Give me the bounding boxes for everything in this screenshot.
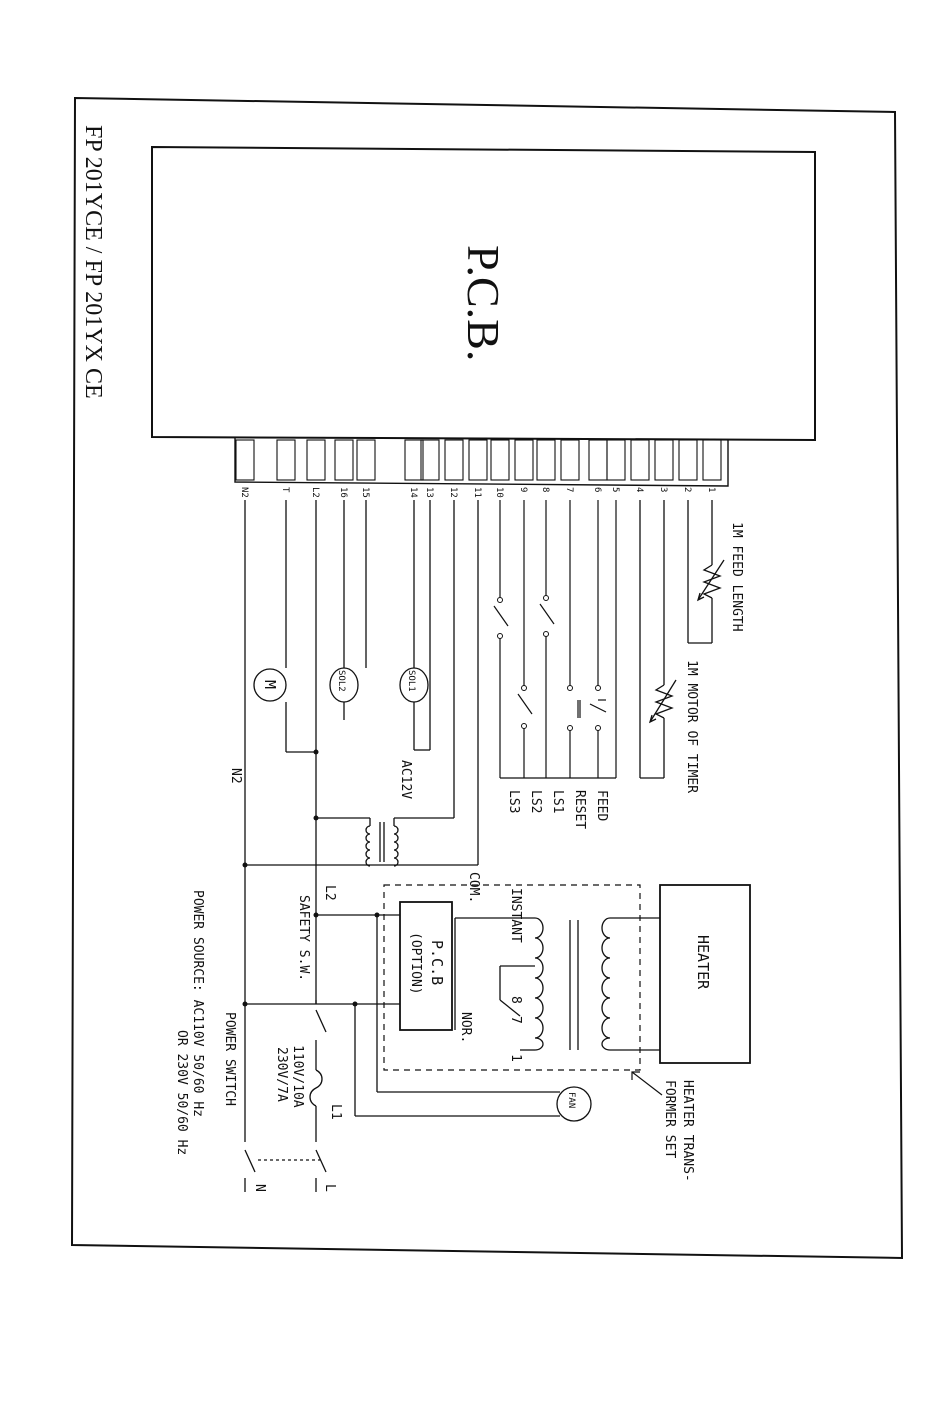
connector-tooth (606, 439, 626, 481)
pin-label: 15 (360, 487, 370, 498)
pin-label: 1 (706, 487, 716, 492)
pcb-option-sublabel: (OPTION) (408, 932, 423, 995)
pin-label: 12 (448, 487, 458, 498)
connector-tooth (560, 439, 580, 481)
n2-wire-label: N2 (228, 768, 243, 784)
heater-label: HEATER (694, 935, 712, 990)
fan-label: FAN (566, 1092, 576, 1108)
pcb-label: P.C.B. (458, 245, 509, 361)
feed-length-label: 1M FEED LENGTH (729, 522, 744, 632)
tap-8-label: 8 (508, 996, 523, 1004)
pin-label: 3 (658, 487, 668, 492)
connector-tooth (536, 439, 556, 481)
connector-tooth (588, 439, 608, 481)
pin-label: 13 (424, 487, 434, 498)
connector-tooth (630, 439, 650, 481)
l2-label: L2 (322, 885, 337, 901)
pin-label: N2 (239, 487, 249, 498)
pcb-connector (234, 438, 729, 487)
fuse-rating-2: 230V/7A (274, 1047, 289, 1102)
tap-7-label: 7 (508, 1016, 523, 1024)
heater-transformer (454, 917, 660, 1051)
junction-dots (242, 749, 380, 1007)
pin-label: 8 (540, 487, 550, 492)
pin-label: T (280, 487, 290, 493)
pin-label: 14 (408, 487, 418, 498)
sol1-label: SOL1 (406, 670, 416, 692)
connector-tooth (702, 439, 722, 481)
connector-tooth (468, 439, 488, 481)
connector-tooth (420, 439, 440, 481)
power-source-label-1: POWER SOURCE: AC110V 50/60 Hz (190, 890, 205, 1117)
connector-tooth (306, 439, 326, 481)
connector-tooth (654, 439, 674, 481)
ls3-label: LS3 (506, 790, 521, 813)
load-wiring (244, 500, 430, 1140)
connector-tooth (514, 439, 534, 481)
sol2-coil: SOL2 (329, 667, 359, 703)
pin-label: 4 (634, 487, 644, 492)
motor-timer-pot (639, 500, 677, 779)
line-l-label: L (322, 1184, 337, 1192)
instant-label: INSTANT (508, 888, 523, 943)
connector-tooth (235, 439, 255, 481)
heater-set-label-1: HEATER TRANS- (680, 1080, 695, 1182)
heater-set-label-2: FORMER SET (662, 1080, 677, 1158)
ls2-label: LS2 (528, 790, 543, 813)
line-n-label: N (252, 1184, 267, 1192)
feed-length-pot (687, 500, 725, 644)
motor: M (253, 668, 287, 702)
feed-switch-label: FEED (594, 790, 609, 821)
fuse-rating-1: 110V/10A (290, 1045, 305, 1108)
switch-contacts (497, 595, 601, 731)
power-wiring (244, 914, 560, 1192)
ac12v-label: AC12V (398, 760, 413, 799)
pin-label: 11 (472, 487, 482, 498)
pin-label: 6 (592, 487, 602, 492)
pin-label: 10 (494, 487, 504, 498)
pin-label: 7 (564, 487, 574, 492)
pin-label: 5 (610, 487, 620, 492)
diagram-title: FP 201YCE / FP 201YX CE (80, 125, 106, 399)
pcb-option: P.C.B (OPTION) (399, 901, 453, 1031)
ac12v-transformer (245, 500, 479, 867)
l1-label: L1 (328, 1104, 343, 1120)
connector-tooth (356, 439, 376, 481)
connector-teeth (235, 439, 722, 481)
connector-tooth (444, 439, 464, 481)
connector-tooth (490, 439, 510, 481)
com-label: COM. (466, 872, 481, 903)
motor-timer-label: 1M MOTOR OF TIMER (684, 660, 699, 793)
pin-label: 16 (338, 487, 348, 498)
switch-network (493, 500, 617, 779)
connector-tooth (334, 439, 354, 481)
heater-set-arrow (631, 1071, 663, 1096)
power-source-label-2: OR 230V 50/60 Hz (174, 1030, 189, 1155)
pcb-option-label: P.C.B (428, 940, 446, 985)
safety-switch-label: SAFETY S.W. (296, 895, 311, 981)
main-pcb-block (151, 145, 816, 442)
tap-1-label: 1 (508, 1054, 523, 1062)
heater: HEATER (659, 884, 751, 1064)
reset-switch-label: RESET (572, 790, 587, 829)
ls1-label: LS1 (550, 790, 565, 813)
pin-label: 9 (518, 487, 528, 492)
motor-label: M (261, 680, 279, 689)
pin-label: 2 (682, 487, 692, 492)
nor-label: NOR. (458, 1012, 473, 1043)
power-switch-label: POWER SWITCH (222, 1012, 237, 1106)
fan: FAN (556, 1086, 592, 1122)
sol1-coil: SOL1 (399, 667, 429, 703)
connector-tooth (404, 439, 424, 481)
connector-tooth (678, 439, 698, 481)
sol2-label: SOL2 (336, 670, 346, 692)
pin-label: L2 (310, 487, 320, 498)
outer-border (70, 96, 904, 1260)
connector-tooth (276, 439, 296, 481)
